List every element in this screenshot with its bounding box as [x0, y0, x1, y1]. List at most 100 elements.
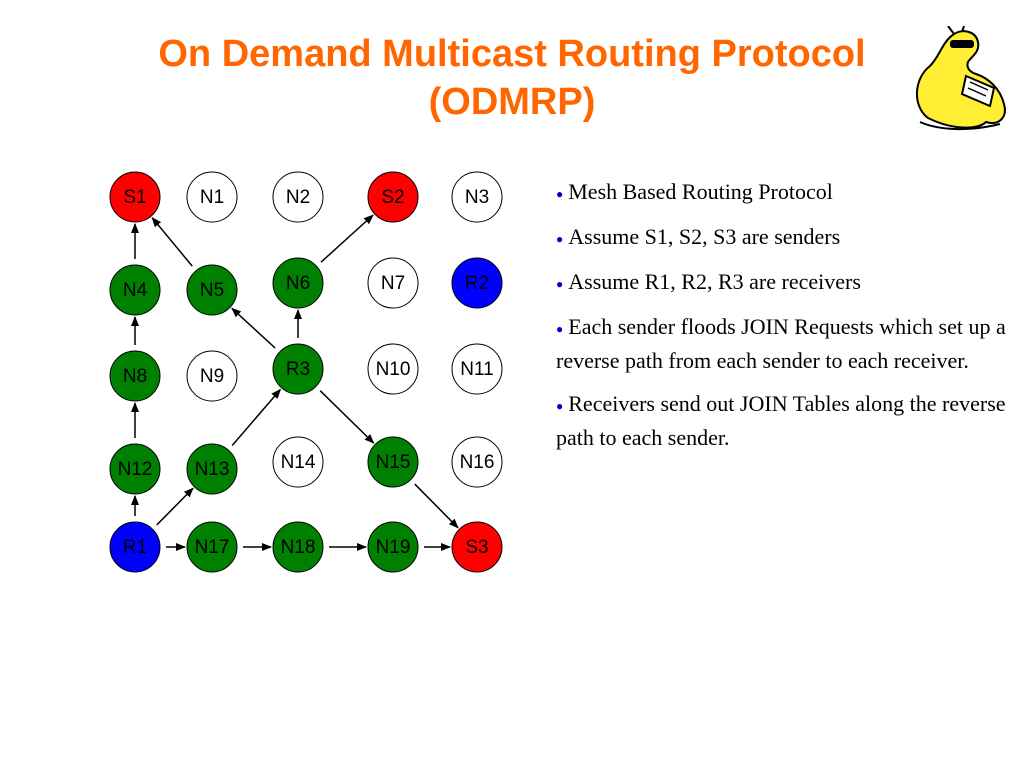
node-n1: N1 — [186, 171, 238, 223]
node-circle — [186, 350, 238, 402]
node-circle — [272, 521, 324, 573]
node-n16: N16 — [451, 436, 503, 488]
node-circle — [272, 436, 324, 488]
node-label: R3 — [286, 359, 310, 380]
node-n18: N18 — [272, 521, 324, 573]
node-r3: R3 — [272, 343, 324, 395]
node-circle — [109, 443, 161, 495]
node-circle — [109, 171, 161, 223]
slide-title: On Demand Multicast Routing Protocol (OD… — [0, 30, 1024, 126]
bullet-list: ● Mesh Based Routing Protocol ● Assume S1, … — [556, 176, 1006, 465]
bullet-dot-icon: ● — [556, 276, 564, 291]
bullet-text: Mesh Based Routing Protocol — [568, 179, 833, 204]
node-s1: S1 — [109, 171, 161, 223]
node-n8: N8 — [109, 350, 161, 402]
edge-r3-to-n15 — [319, 390, 375, 444]
node-circle — [451, 257, 503, 309]
node-label: N18 — [281, 537, 316, 558]
node-label: N5 — [200, 280, 224, 301]
node-label: S2 — [381, 187, 404, 208]
node-circle — [367, 436, 419, 488]
node-n10: N10 — [367, 343, 419, 395]
node-n14: N14 — [272, 436, 324, 488]
node-label: R2 — [465, 273, 489, 294]
bullet-item: ●Each sender floods JOIN Requests which … — [556, 311, 1006, 377]
bullet-dot-icon: ● — [556, 231, 564, 246]
node-r1: R1 — [109, 521, 161, 573]
node-label: N12 — [118, 459, 153, 480]
node-label: N8 — [123, 366, 147, 387]
bullet-item: ●Receivers send out JOIN Tables along th… — [556, 388, 1006, 454]
node-label: N19 — [376, 537, 411, 558]
node-n13: N13 — [186, 443, 238, 495]
node-circle — [367, 171, 419, 223]
node-circle — [109, 350, 161, 402]
node-circle — [367, 521, 419, 573]
bullet-item: ● Mesh Based Routing Protocol — [556, 176, 1006, 210]
node-r2: R2 — [451, 257, 503, 309]
node-label: N1 — [200, 187, 224, 208]
node-n19: N19 — [367, 521, 419, 573]
node-circle — [367, 343, 419, 395]
node-label: N2 — [286, 187, 310, 208]
node-label: N13 — [195, 459, 230, 480]
node-label: N16 — [460, 452, 495, 473]
node-label: S1 — [123, 187, 146, 208]
slug-mascot-icon — [915, 26, 1006, 131]
node-circle — [272, 343, 324, 395]
node-circle — [451, 343, 503, 395]
node-circle — [367, 257, 419, 309]
bullet-item: ● Assume S1, S2, S3 are senders — [556, 221, 1006, 255]
edge-n13-to-r3 — [231, 388, 282, 446]
node-circle — [451, 521, 503, 573]
bullet-item: ● Assume R1, R2, R3 are receivers — [556, 266, 1006, 300]
node-s2: S2 — [367, 171, 419, 223]
bullet-text: Assume S1, S2, S3 are senders — [568, 223, 841, 249]
node-circle — [186, 264, 238, 316]
node-label: N11 — [460, 359, 493, 380]
bullet-dot-icon: ● — [556, 398, 564, 413]
edge-n6-to-s2 — [320, 214, 374, 263]
title-line-2: (ODMRP) — [428, 81, 596, 123]
node-circle — [186, 171, 238, 223]
node-circle — [272, 257, 324, 309]
node-s3: S3 — [451, 521, 503, 573]
node-circle — [109, 521, 161, 573]
node-circle — [186, 521, 238, 573]
node-label: N7 — [381, 273, 405, 294]
node-n2: N2 — [272, 171, 324, 223]
node-n15: N15 — [367, 436, 419, 488]
bullet-dot-icon: ● — [556, 321, 564, 336]
node-n11: N11 — [451, 343, 503, 395]
node-label: N17 — [195, 537, 230, 558]
edge-r1-to-n13 — [156, 487, 194, 526]
edge-n5-to-s1 — [151, 217, 193, 267]
bullet-text: Assume R1, R2, R3 are receivers — [568, 268, 861, 294]
node-n3: N3 — [451, 171, 503, 223]
node-label: N15 — [376, 452, 411, 473]
bullet-text: Each sender floods JOIN Requests which s… — [556, 313, 1006, 373]
node-circle — [186, 443, 238, 495]
bullet-dot-icon: ● — [556, 186, 564, 201]
node-label: N10 — [376, 359, 411, 380]
node-n9: N9 — [186, 350, 238, 402]
node-circle — [451, 171, 503, 223]
node-n7: N7 — [367, 257, 419, 309]
node-label: N6 — [286, 273, 310, 294]
node-n17: N17 — [186, 521, 238, 573]
bullet-text: Receivers send out JOIN Tables along the… — [556, 390, 1006, 450]
node-label: N4 — [123, 280, 148, 301]
node-label: N9 — [200, 366, 224, 387]
node-circle — [272, 171, 324, 223]
node-n12: N12 — [109, 443, 161, 495]
node-label: S3 — [465, 537, 488, 558]
node-circle — [451, 436, 503, 488]
node-label: N14 — [281, 452, 316, 473]
node-label: R1 — [123, 537, 147, 558]
node-n6: N6 — [272, 257, 324, 309]
node-label: N3 — [465, 187, 489, 208]
node-circle — [109, 264, 161, 316]
title-line-1: On Demand Multicast Routing Protocol — [158, 33, 866, 75]
